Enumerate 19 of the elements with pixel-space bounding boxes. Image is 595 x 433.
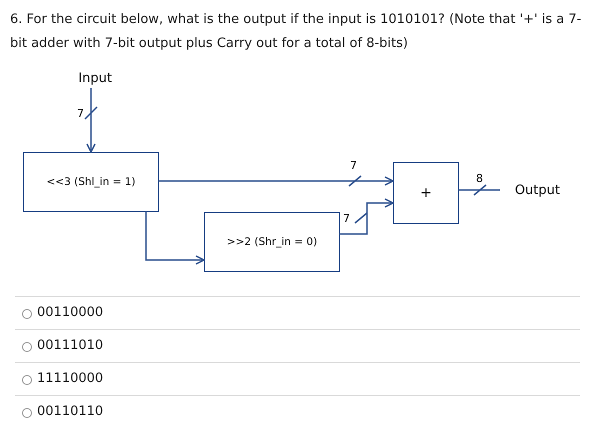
edge-label: 7	[350, 160, 357, 172]
edge-label: 7	[343, 213, 350, 225]
shift-left-block: <<3 (Shl_in = 1)	[23, 152, 159, 212]
edge-label: 7	[77, 108, 84, 120]
answer-option: 00111010	[37, 338, 104, 353]
answer-option: 11110000	[37, 371, 104, 386]
edge-label: 8	[476, 173, 483, 185]
shift-right-block: >>2 (Shr_in = 0)	[204, 212, 340, 272]
arrow	[340, 198, 394, 235]
arrow	[145, 212, 205, 265]
connector-line	[459, 189, 500, 191]
answer-option: 00110110	[37, 404, 104, 419]
answer-option: 00110000	[37, 305, 104, 320]
input-label: Input	[70, 68, 112, 88]
arrow	[159, 176, 394, 186]
arrow	[86, 88, 96, 153]
question-text: 6. For the circuit below, what is the output if the input is 1010101? (Note that '+' is a 7-bit adder with 7-bit output plus Carry out for a total of 8-bits)	[10, 11, 582, 53]
adder-block: +	[393, 162, 459, 224]
output-label: Output	[500, 180, 560, 200]
